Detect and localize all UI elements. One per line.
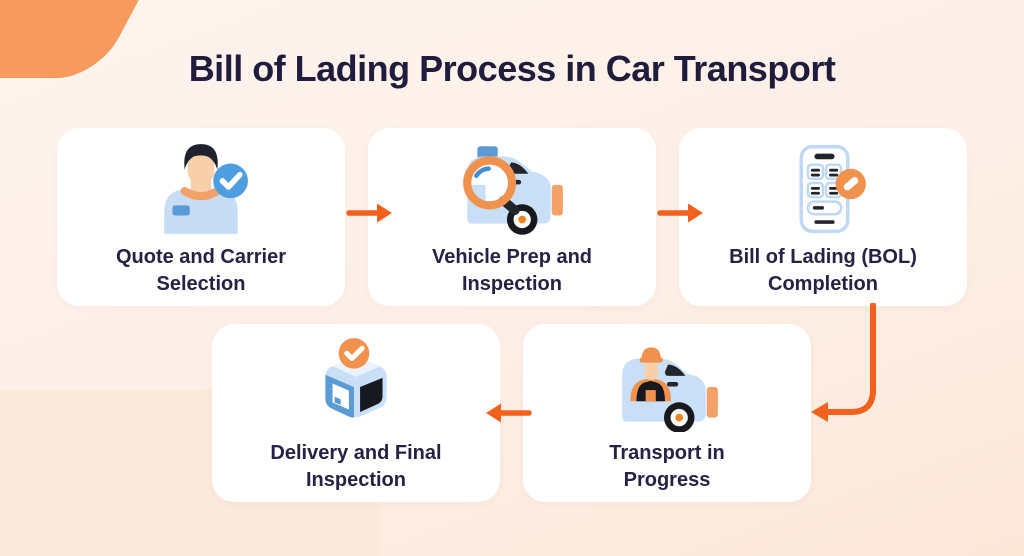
step-label-delivery-final-inspection: Delivery and Final Inspection [270,442,442,491]
step-card-quote-carrier-selection: Quote and Carrier Selection [57,128,345,306]
step-label-vehicle-prep-inspection: Vehicle Prep and Inspection [431,246,593,295]
step-card-vehicle-prep-inspection: Vehicle Prep and Inspection [368,128,656,306]
step-label-transport-in-progress: Transport in Progress [609,442,725,491]
page-title: Bill of Lading Process in Car Transport [188,48,836,89]
step-card-transport-in-progress: Transport in Progress [523,324,811,502]
bol-form-pencil-icon [771,142,876,236]
step-label-quote-carrier-selection: Quote and Carrier Selection [115,246,287,295]
arrow-right-icon [657,200,705,226]
arrow-right-icon [346,200,394,226]
package-check-icon [305,338,407,432]
arrow-left-icon [484,400,532,426]
car-magnifier-icon [455,142,569,236]
carrier-person-check-icon [150,142,252,236]
step-label-bol-completion: Bill of Lading (BOL) Completion [729,246,917,295]
step-card-bol-completion: Bill of Lading (BOL) Completion [679,128,967,306]
driver-truck-icon [610,338,724,432]
step-card-delivery-final-inspection: Delivery and Final Inspection [212,324,500,502]
arrow-elbow-down-left-icon [800,303,890,427]
